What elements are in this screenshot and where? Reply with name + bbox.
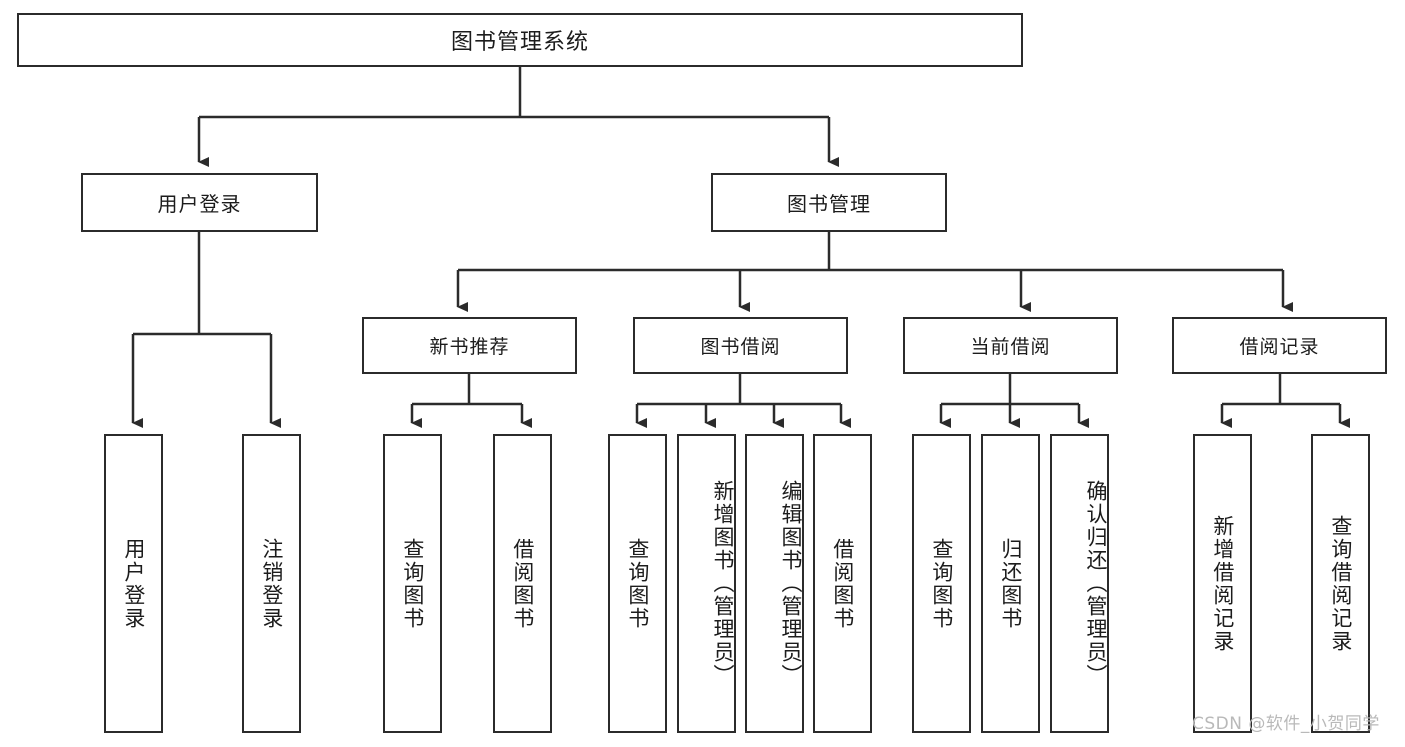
leaf-logout-label: 注销登录 bbox=[259, 537, 284, 630]
leaf-user-login-label: 用户登录 bbox=[121, 537, 146, 630]
leaf-add-book[interactable]: 新增图书（管理员） bbox=[677, 434, 736, 733]
leaf-user-login[interactable]: 用户登录 bbox=[104, 434, 163, 733]
leaf-confirm-return-label: 确认归还（管理员） bbox=[1084, 480, 1108, 687]
leaf-borrow-book-1[interactable]: 借阅图书 bbox=[493, 434, 552, 733]
csdn-watermark: CSDN @软件_小贺同学 bbox=[1192, 714, 1380, 734]
node-current-borrow[interactable]: 当前借阅 bbox=[903, 317, 1118, 374]
leaf-query-record-label: 查询借阅记录 bbox=[1328, 514, 1353, 653]
leaf-return-book-label: 归还图书 bbox=[998, 537, 1023, 630]
node-new-book-recommend[interactable]: 新书推荐 bbox=[362, 317, 577, 374]
leaf-add-record[interactable]: 新增借阅记录 bbox=[1193, 434, 1252, 733]
leaf-query-book-1[interactable]: 查询图书 bbox=[383, 434, 442, 733]
leaf-borrow-book-2[interactable]: 借阅图书 bbox=[813, 434, 872, 733]
leaf-query-book-3-label: 查询图书 bbox=[929, 537, 954, 630]
leaf-borrow-book-1-label: 借阅图书 bbox=[510, 537, 535, 630]
node-book-management[interactable]: 图书管理 bbox=[711, 173, 947, 232]
leaf-confirm-return[interactable]: 确认归还（管理员） bbox=[1050, 434, 1109, 733]
node-current-borrow-label: 当前借阅 bbox=[970, 336, 1051, 358]
leaf-edit-book-label: 编辑图书（管理员） bbox=[779, 480, 803, 687]
node-book-management-label: 图书管理 bbox=[787, 192, 871, 216]
node-user-login[interactable]: 用户登录 bbox=[81, 173, 318, 232]
leaf-return-book[interactable]: 归还图书 bbox=[981, 434, 1040, 733]
leaf-query-book-3[interactable]: 查询图书 bbox=[912, 434, 971, 733]
node-new-book-recommend-label: 新书推荐 bbox=[429, 336, 510, 358]
leaf-query-book-2-label: 查询图书 bbox=[625, 537, 650, 630]
node-book-borrow-label: 图书借阅 bbox=[700, 336, 781, 358]
leaf-add-book-label: 新增图书（管理员） bbox=[711, 480, 735, 687]
leaf-logout[interactable]: 注销登录 bbox=[242, 434, 301, 733]
leaf-query-book-2[interactable]: 查询图书 bbox=[608, 434, 667, 733]
node-user-login-label: 用户登录 bbox=[157, 192, 242, 216]
node-book-borrow[interactable]: 图书借阅 bbox=[633, 317, 848, 374]
node-borrow-record-label: 借阅记录 bbox=[1239, 336, 1320, 358]
node-borrow-record[interactable]: 借阅记录 bbox=[1172, 317, 1387, 374]
node-root-label: 图书管理系统 bbox=[450, 30, 589, 55]
leaf-borrow-book-2-label: 借阅图书 bbox=[830, 537, 855, 630]
leaf-add-record-label: 新增借阅记录 bbox=[1210, 514, 1235, 653]
leaf-query-record[interactable]: 查询借阅记录 bbox=[1311, 434, 1370, 733]
leaf-query-book-1-label: 查询图书 bbox=[400, 537, 425, 630]
node-root-system[interactable]: 图书管理系统 bbox=[17, 13, 1023, 67]
leaf-edit-book[interactable]: 编辑图书（管理员） bbox=[745, 434, 804, 733]
